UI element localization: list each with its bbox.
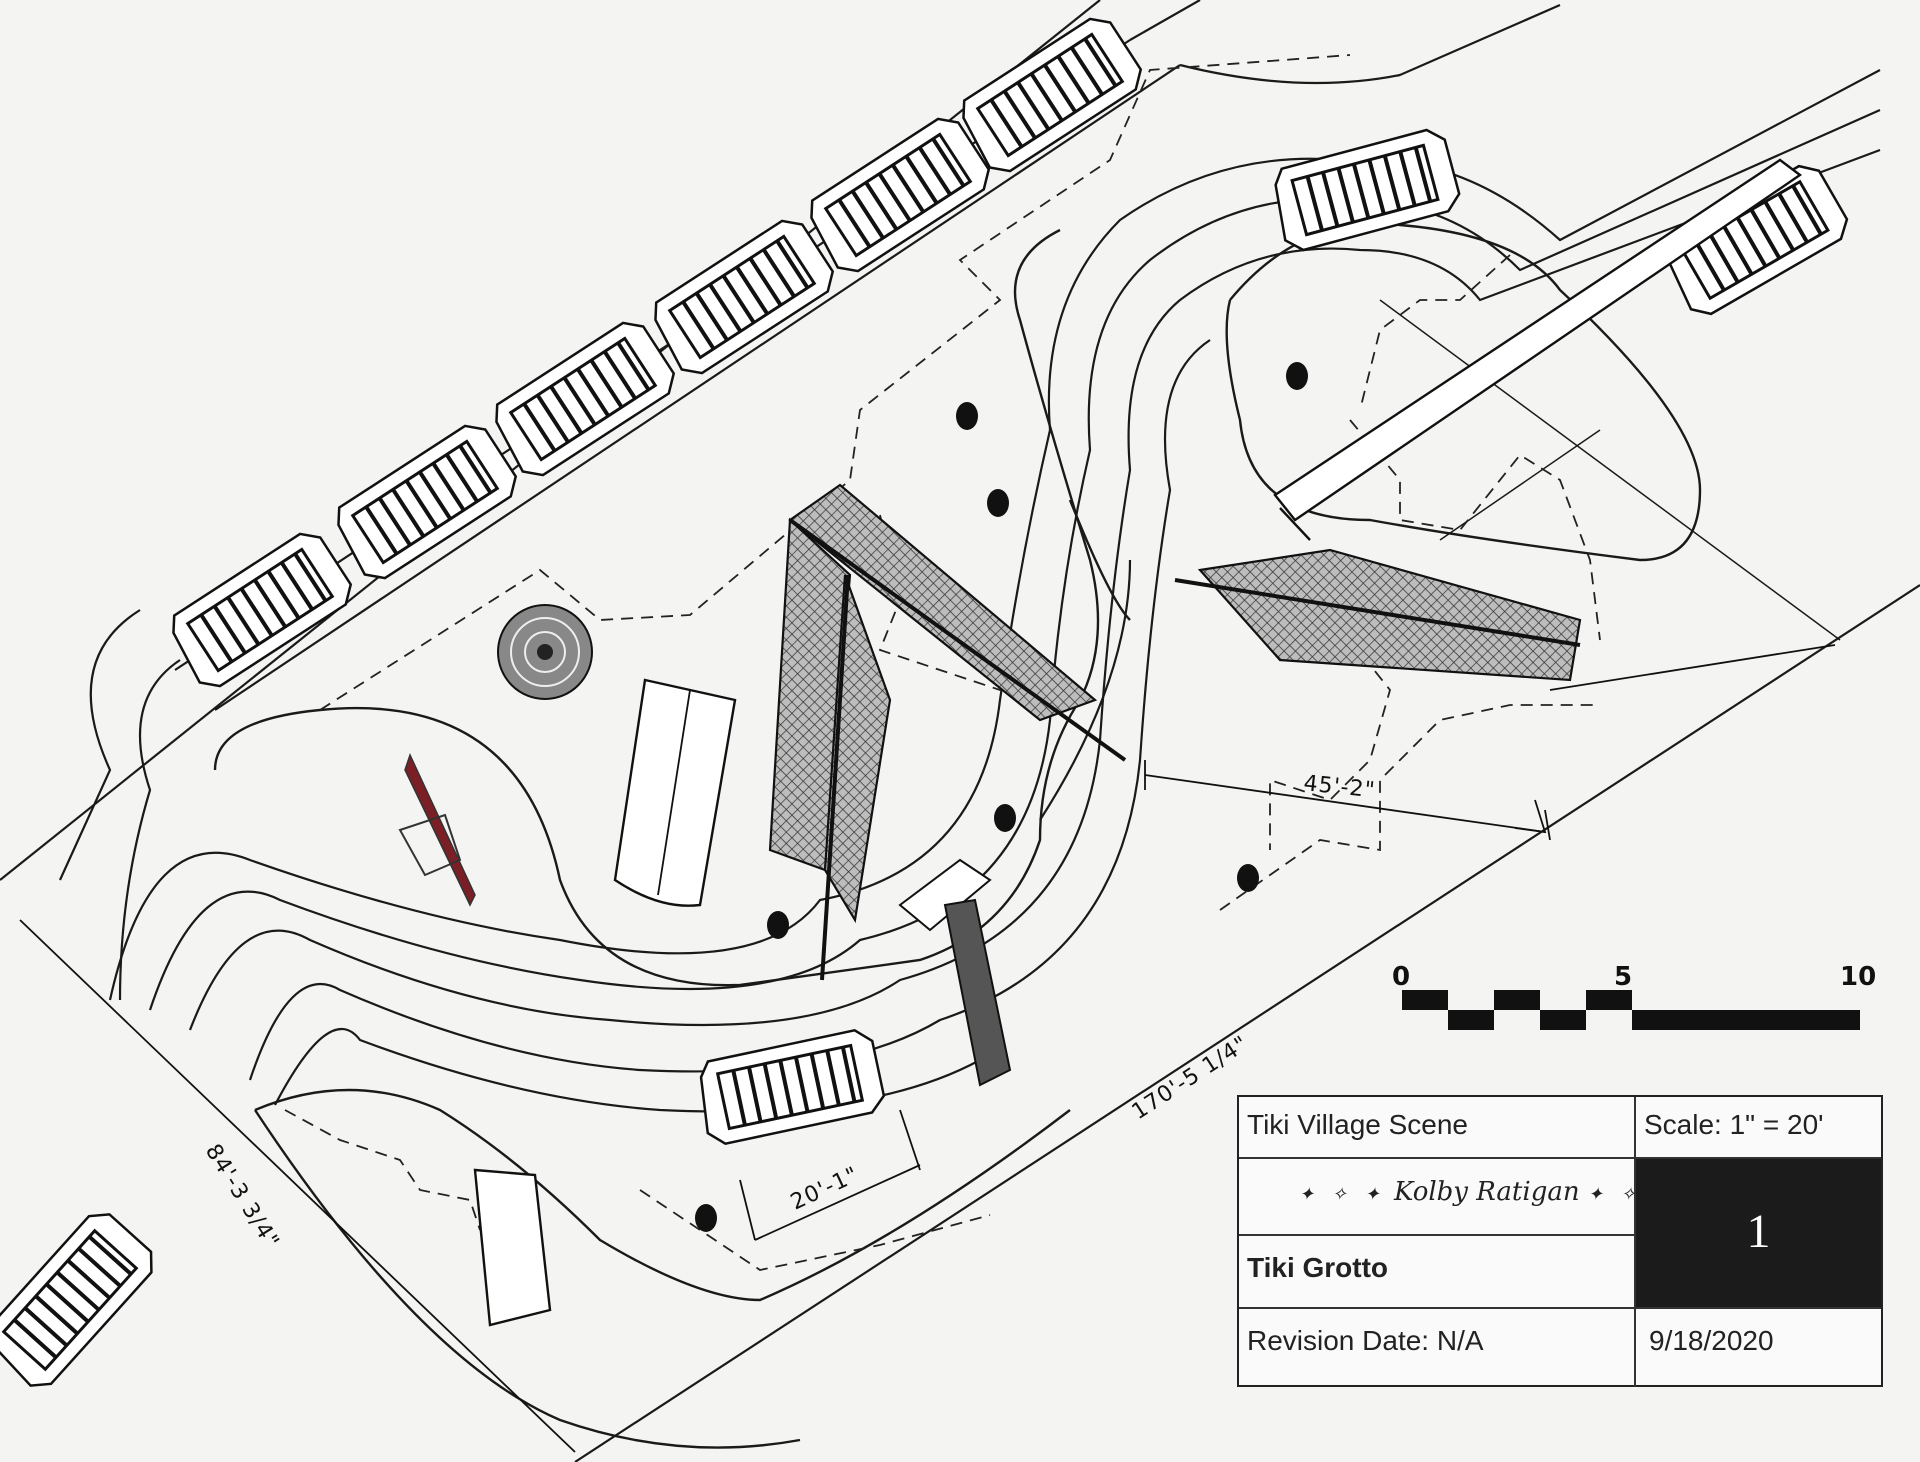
- upper-right-building: [1273, 158, 1803, 541]
- scale-note: Scale: 1" = 20': [1644, 1109, 1824, 1140]
- sheet-number: 1: [1746, 1205, 1771, 1258]
- dimension-lines: [19, 644, 1836, 1453]
- title-block-divider-2: [1239, 1234, 1634, 1236]
- pier: [898, 858, 1012, 1087]
- title-block-divider-1: [1239, 1157, 1881, 1159]
- revision-date: Revision Date: N/A: [1247, 1325, 1484, 1356]
- drawing-title: Tiki Grotto: [1247, 1252, 1389, 1283]
- inner-islands: [213, 222, 1702, 1449]
- sheet-number-box: 1: [1636, 1159, 1881, 1307]
- drawing-date: 9/18/2020: [1649, 1325, 1774, 1356]
- round-hut: [497, 604, 593, 700]
- title-block-divider-vertical: [1634, 1097, 1636, 1387]
- scale-label-0: 0: [1392, 962, 1410, 992]
- scale-label-5: 5: [1614, 962, 1632, 992]
- torch-posts: [695, 362, 1308, 1232]
- a-frame-roofs: [768, 483, 1582, 981]
- dimension-170ft: 170'-5 1/4": [1128, 1031, 1254, 1125]
- pill-buildings: [473, 678, 737, 1327]
- designer-signature: ✦ ✧ ✦ Kolby Ratigan ✦ ✧ ✦: [1299, 1177, 1675, 1207]
- designer-name: Kolby Ratigan: [1393, 1177, 1580, 1207]
- scale-bar: 0 5 10: [1392, 962, 1876, 1030]
- title-block-divider-3: [1239, 1307, 1881, 1309]
- title-block: Tiki Village Scene Scale: 1" = 20' ✦ ✧ ✦…: [1237, 1095, 1883, 1387]
- dimension-84ft: 84'-3 3/4": [200, 1140, 284, 1254]
- tiki-canoe: [398, 752, 476, 907]
- winding-walkway: [108, 69, 1881, 1113]
- project-name: Tiki Village Scene: [1247, 1109, 1469, 1140]
- sparkle-icon: ✦ ✧ ✦: [1299, 1184, 1386, 1205]
- scale-label-10: 10: [1840, 962, 1876, 992]
